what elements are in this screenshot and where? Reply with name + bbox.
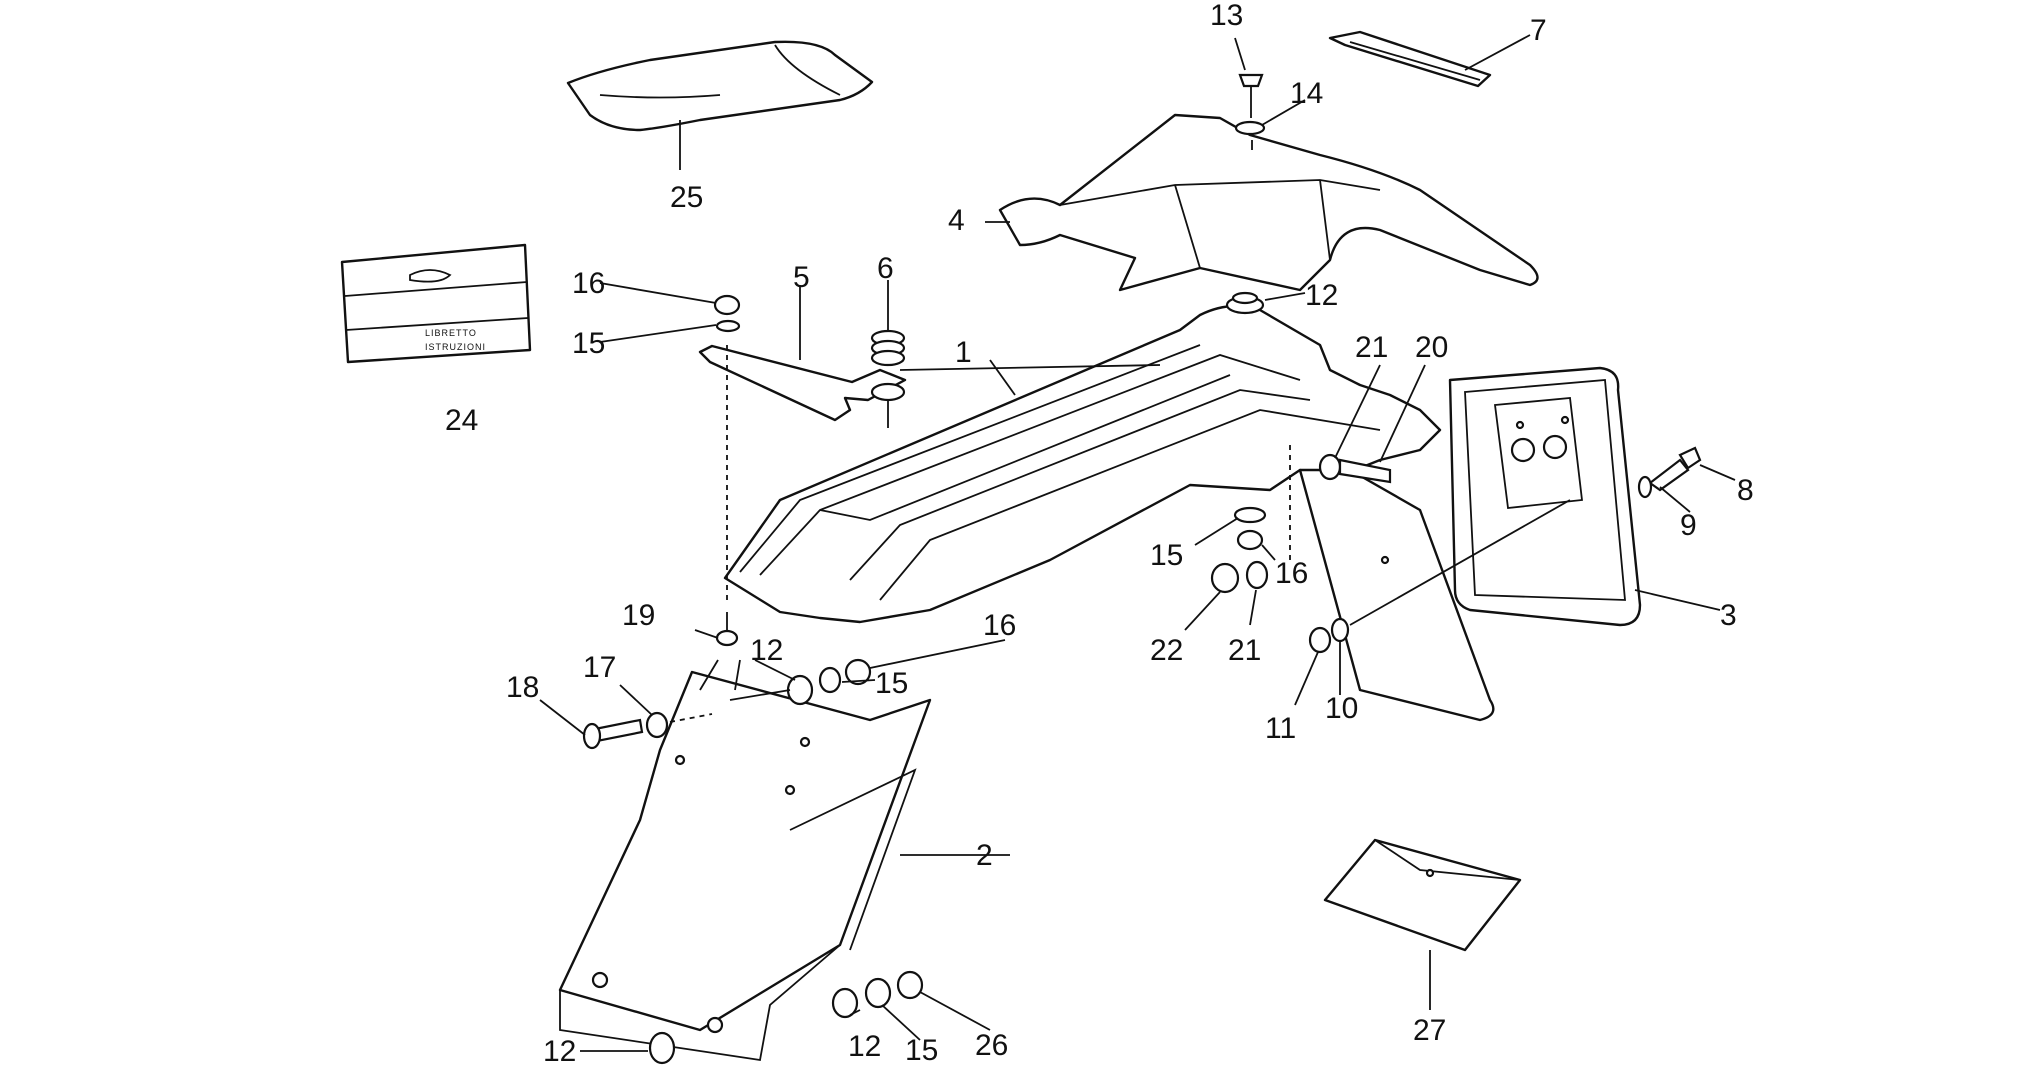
callout-10: 10 xyxy=(1325,692,1358,725)
callout-1: 1 xyxy=(955,336,972,369)
callout-16-a: 16 xyxy=(572,267,605,300)
callout-21-b: 21 xyxy=(1228,634,1261,667)
mounting-strap-part xyxy=(698,344,907,422)
callout-22: 22 xyxy=(1150,634,1183,667)
callout-2: 2 xyxy=(976,839,993,872)
leader-lines xyxy=(539,34,1736,1052)
license-plate-holder-part xyxy=(1448,366,1642,627)
callout-12-b: 12 xyxy=(750,634,783,667)
callout-15-c: 15 xyxy=(875,667,908,700)
callout-12-a: 12 xyxy=(1305,279,1338,312)
side-bracket-part xyxy=(1298,468,1495,722)
callout-12-c: 12 xyxy=(543,1035,576,1068)
booklet-title-text: LIBRETTO xyxy=(425,328,477,338)
callout-13: 13 xyxy=(1210,0,1243,32)
tool-bag-part xyxy=(566,40,874,132)
callout-4: 4 xyxy=(948,204,965,237)
hardware-parts xyxy=(582,73,1702,1065)
callout-8: 8 xyxy=(1737,474,1754,507)
lower-mudguard-part xyxy=(558,670,932,1062)
callout-25: 25 xyxy=(670,181,703,214)
instruction-booklet-part: LIBRETTO ISTRUZIONI xyxy=(340,243,532,364)
callout-6: 6 xyxy=(877,252,894,285)
reflector-part xyxy=(1328,30,1492,88)
callout-15-a: 15 xyxy=(572,327,605,360)
rear-fender-cover-part xyxy=(998,113,1539,292)
callout-20: 20 xyxy=(1415,331,1448,364)
callout-14: 14 xyxy=(1290,77,1323,110)
callout-labels: 13 14 7 25 4 16 15 5 6 12 24 1 21 20 8 9… xyxy=(445,0,1754,1068)
callout-15-d: 15 xyxy=(905,1034,938,1067)
callout-7: 7 xyxy=(1530,14,1547,47)
callout-17: 17 xyxy=(583,651,616,684)
pouch-part xyxy=(1323,838,1522,952)
callout-19: 19 xyxy=(622,599,655,632)
callout-27: 27 xyxy=(1413,1014,1446,1047)
rear-frame-part xyxy=(723,304,1442,624)
callout-5: 5 xyxy=(793,261,810,294)
callout-15-b: 15 xyxy=(1150,539,1183,572)
callout-3: 3 xyxy=(1720,599,1737,632)
callout-11: 11 xyxy=(1265,712,1296,745)
booklet-subtitle-text: ISTRUZIONI xyxy=(425,342,486,352)
callout-21-a: 21 xyxy=(1355,331,1388,364)
callout-12-d: 12 xyxy=(848,1030,881,1063)
callout-26: 26 xyxy=(975,1029,1008,1062)
callout-16-b: 16 xyxy=(1275,557,1308,590)
callout-24: 24 xyxy=(445,404,478,437)
callout-9: 9 xyxy=(1680,509,1697,542)
callout-16-c: 16 xyxy=(983,609,1016,642)
callout-18: 18 xyxy=(506,671,539,704)
